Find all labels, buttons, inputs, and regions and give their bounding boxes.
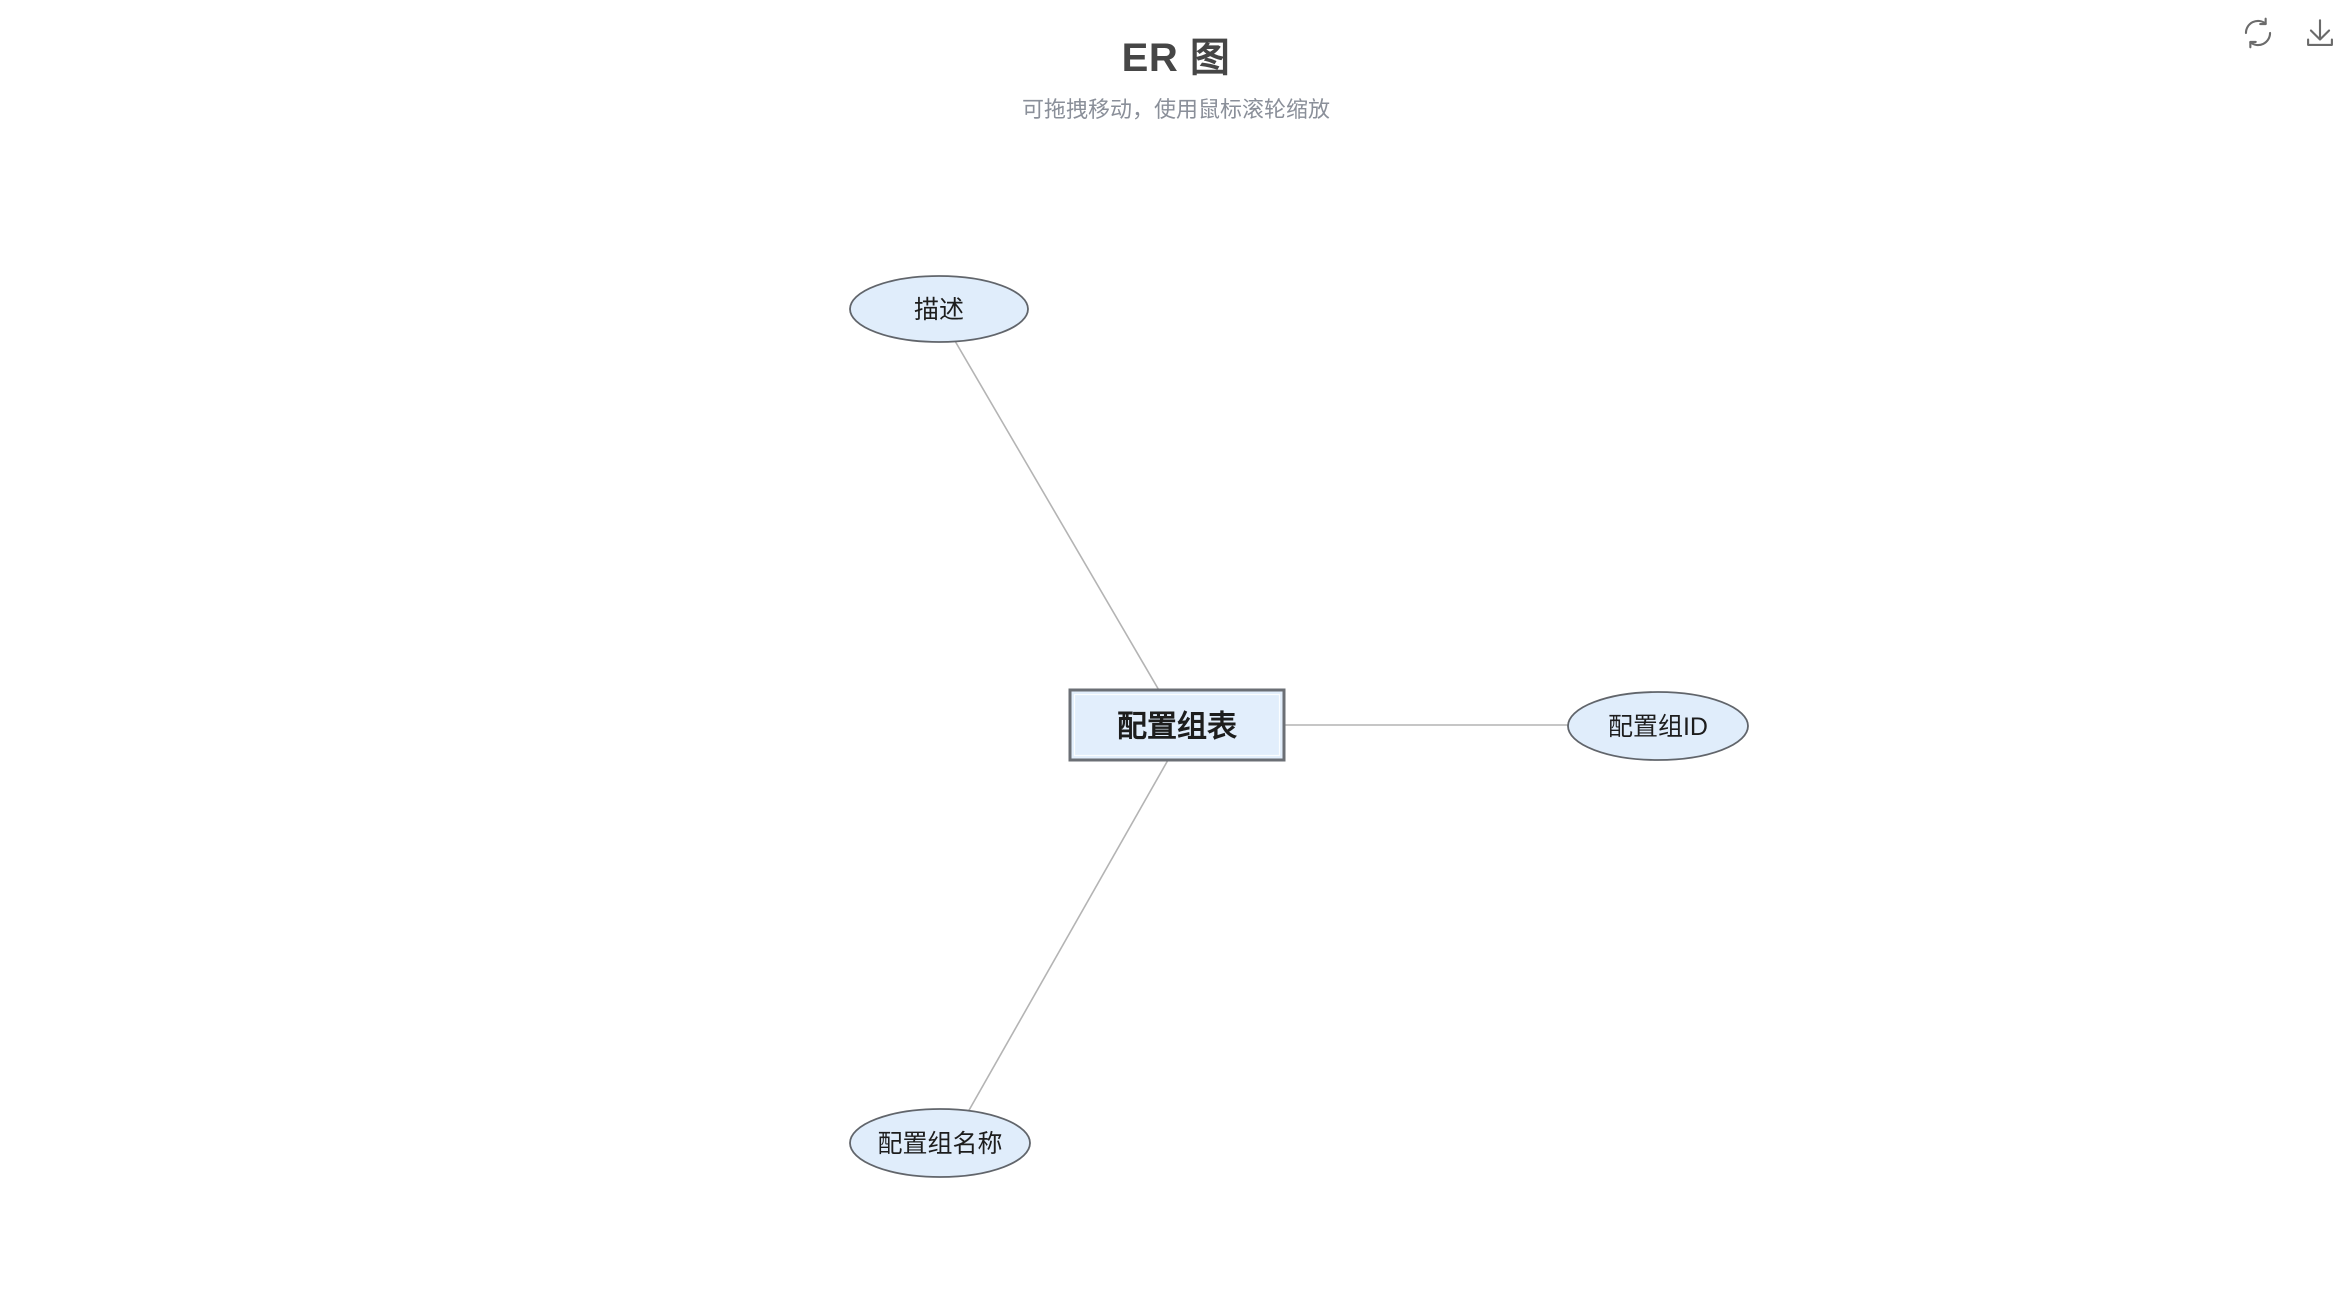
attribute-ellipse[interactable] [849,1108,1031,1178]
edge-description-to-entity [954,340,1161,693]
attribute-label-config-group-id: 配置组ID [1608,713,1708,741]
entity-node-config-group-table[interactable]: 配置组表 [1068,688,1286,762]
attribute-node-config-group-name[interactable]: 配置组名称 [849,1108,1031,1178]
entity-label-config-group-table: 配置组表 [1117,710,1237,744]
attribute-label-config-group-name: 配置组名称 [877,1130,1002,1158]
refresh-icon [2241,16,2275,50]
download-icon [2303,16,2337,50]
entity-rect-inner-highlight [1073,693,1281,757]
attribute-ellipse[interactable] [849,275,1029,343]
download-button[interactable] [2300,13,2340,53]
attribute-node-description[interactable]: 描述 [849,275,1029,343]
attribute-node-config-group-id[interactable]: 配置组ID [1567,691,1749,761]
toolbar [2238,13,2340,53]
attribute-label-description: 描述 [914,296,964,324]
edge-group [954,340,1568,1113]
entity-rect[interactable] [1068,688,1286,762]
refresh-button[interactable] [2238,13,2278,53]
attribute-ellipse[interactable] [1567,691,1749,761]
edge-entity-to-config-group-name [967,759,1169,1113]
